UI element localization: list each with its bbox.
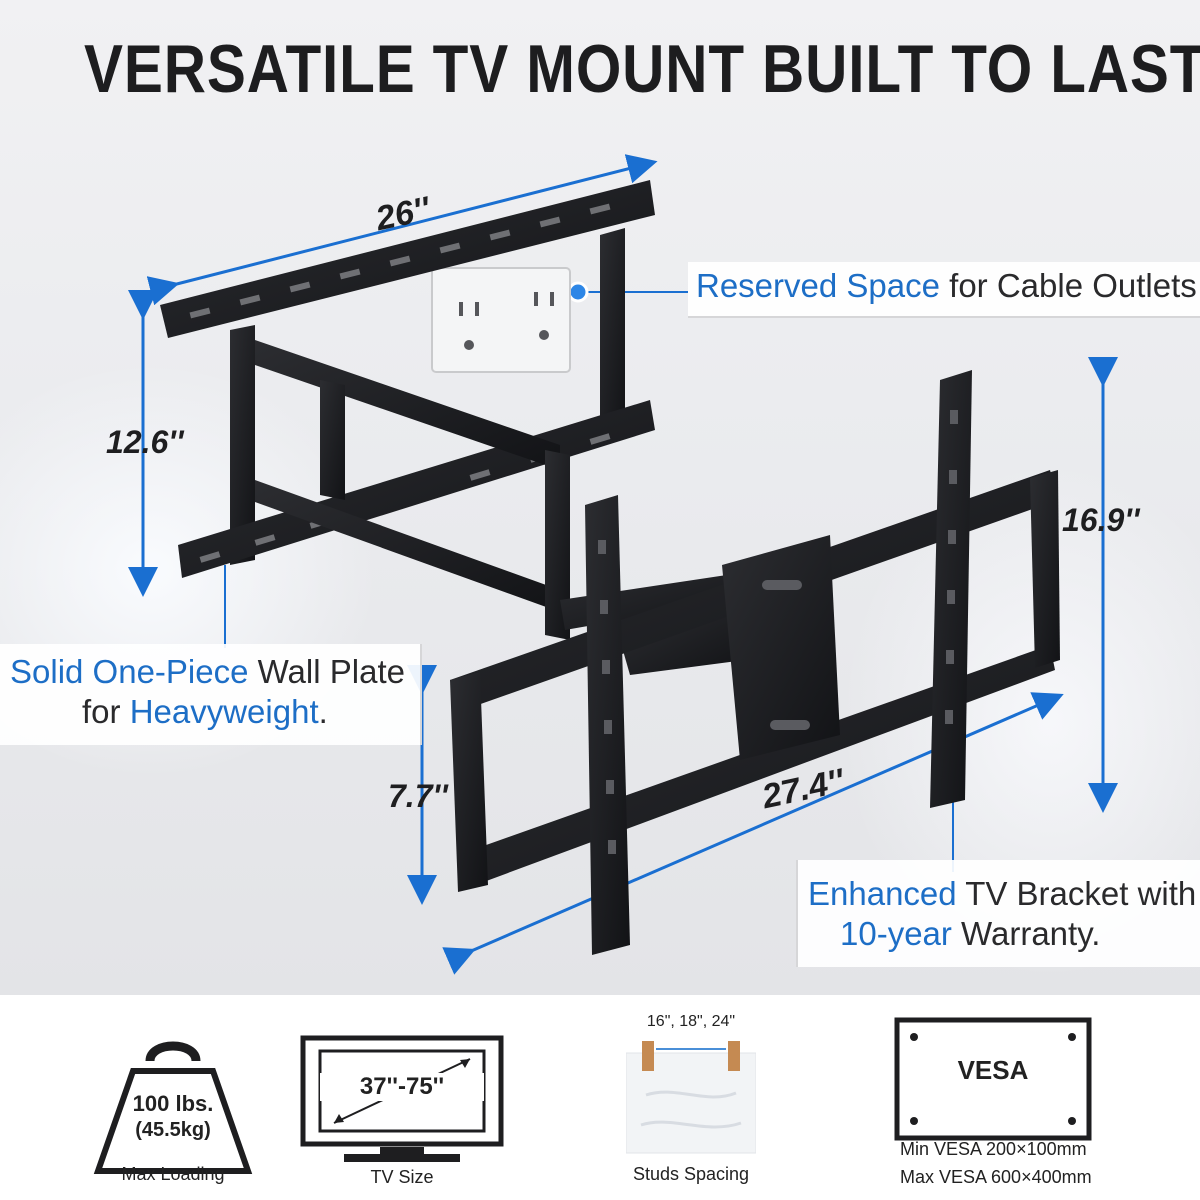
- wall-plate-slots: [189, 203, 611, 563]
- callout-cable-outlets: Reserved Space for Cable Outlets: [688, 262, 1200, 318]
- headline: VERSATILE TV MOUNT BUILT TO LAST: [84, 31, 1200, 107]
- studs-value: 16", 18", 24": [646, 1013, 736, 1030]
- wall-plate: [160, 180, 655, 578]
- tv-size-value: 37''-75'': [320, 1073, 484, 1101]
- tv-mount-illustration: [128, 154, 1118, 975]
- feature-vesa: VESA Min VESA 200×100mm Max VESA 600×400…: [884, 995, 1114, 1200]
- tv-bracket: [450, 370, 1060, 955]
- dimension-16-9: 16.9'': [1062, 502, 1140, 538]
- articulating-arms: [255, 340, 765, 675]
- hero-section: VERSATILE TV MOUNT BUILT TO LAST: [0, 0, 1200, 995]
- studs-spacing-label: Studs Spacing: [632, 1164, 750, 1184]
- feature-tv-size: 37''-75'' TV Size: [296, 995, 506, 1200]
- vesa-title: VESA: [957, 1055, 1029, 1085]
- max-loading-label: Max Loading: [121, 1164, 225, 1184]
- arrow-26: [146, 154, 658, 306]
- vesa-max: Max VESA 600×400mm: [900, 1167, 1092, 1187]
- tv-size-label: TV Size: [370, 1167, 434, 1187]
- feature-studs-spacing: 16", 18", 24" Studs Spacing: [596, 995, 786, 1200]
- dimension-7-7: 7.7'': [388, 778, 448, 814]
- vesa-min: Min VESA 200×100mm: [900, 1139, 1087, 1159]
- callout-tv-bracket: Enhanced TV Bracket with 10-year Warrant…: [796, 860, 1200, 968]
- feature-strip: 100 lbs. (45.5kg) Max Loading 37''-75'' …: [0, 995, 1200, 1200]
- vesa-icon: [894, 1017, 1092, 1141]
- weight-value-kg: (45.5kg): [135, 1119, 211, 1141]
- wall-outlet: [431, 267, 571, 373]
- bracket-holes: [598, 410, 958, 854]
- feature-max-loading: 100 lbs. (45.5kg) Max Loading: [60, 995, 290, 1200]
- studs-icon: [626, 1041, 756, 1154]
- callout-wall-plate: Solid One-Piece Wall Plate for Heavyweig…: [0, 644, 422, 746]
- weight-value: 100 lbs.: [132, 1091, 214, 1116]
- dimension-12-6: 12.6'': [106, 424, 184, 460]
- weight-icon: [93, 1041, 253, 1174]
